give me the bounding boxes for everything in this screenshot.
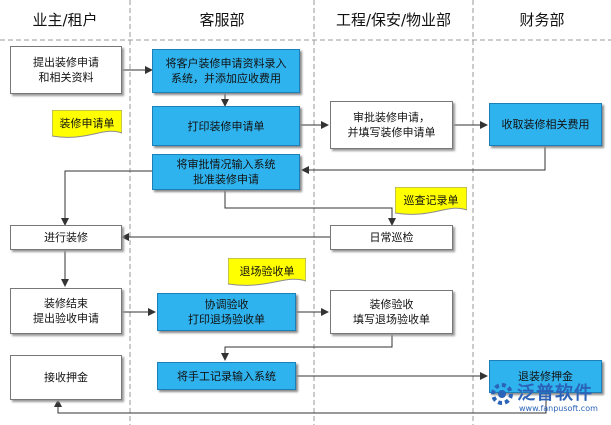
step-start-renovation-label: 进行装修 xyxy=(44,231,88,244)
step-enter-approval-label: 将审批情况输入系统 批准装修申请 xyxy=(176,158,276,186)
watermark: 泛普软件 www.fanpusoft.com xyxy=(487,376,611,425)
step-receive-deposit-label: 接收押金 xyxy=(44,371,88,384)
step-coordinate-acceptance-label: 协调验收 打印退场验收单 xyxy=(188,298,265,326)
step-daily-patrol-label: 日常巡检 xyxy=(369,231,414,244)
arrow-check-to-record xyxy=(221,334,393,361)
lane-header-engineering: 工程/保安/物业部 xyxy=(335,11,452,29)
document-exit-acceptance-form-label: 退场验收单 xyxy=(239,265,295,278)
arrow-refund-to-deposit xyxy=(54,393,547,414)
watermark-brand: 泛普软件 xyxy=(517,383,593,404)
step-finish-renovation-label: 装修结束 提出验收申请 xyxy=(33,297,99,325)
arrow-approval-to-patrol xyxy=(224,190,396,226)
lane-header-customer-service: 客服部 xyxy=(199,11,245,29)
document-patrol-record-label: 巡查记录单 xyxy=(403,194,459,207)
step-finish-renovation: 装修结束 提出验收申请 xyxy=(10,288,122,334)
step-coordinate-acceptance: 协调验收 打印退场验收单 xyxy=(157,293,296,331)
gear-logo-icon xyxy=(491,383,513,405)
step-refund-deposit: 退装修押金 xyxy=(489,360,602,393)
step-submit-application: 提出装修申请 和相关资料 xyxy=(10,46,122,94)
step-start-renovation: 进行装修 xyxy=(10,225,122,250)
step-collect-fees: 收取装修相关费用 xyxy=(489,103,602,146)
step-daily-patrol: 日常巡检 xyxy=(330,225,453,250)
document-application-form-label: 装修申请单 xyxy=(59,117,115,130)
document-shape xyxy=(228,258,306,286)
arrow-collect-to-approval xyxy=(301,146,546,174)
step-print-application-label: 打印装修申请单 xyxy=(187,119,265,133)
lane-header-owner: 业主/租户 xyxy=(32,11,98,29)
step-enter-application: 将客户装修申请资料录入 系统，并添加应收费用 xyxy=(152,49,300,93)
step-enter-application-label: 将客户装修申请资料录入 系统，并添加应收费用 xyxy=(165,57,287,85)
step-manual-record-entry-label: 将手工记录输入系统 xyxy=(177,369,276,383)
step-receive-deposit: 接收押金 xyxy=(10,355,122,400)
step-approve-application: 审批装修申请， 并填写装修申请单 xyxy=(330,101,453,149)
document-shape xyxy=(52,110,122,138)
step-submit-application-label: 提出装修申请 和相关资料 xyxy=(33,56,99,84)
step-enter-approval: 将审批情况输入系统 批准装修申请 xyxy=(152,154,300,190)
step-collect-fees-label: 收取装修相关费用 xyxy=(501,118,590,131)
lane-header-finance: 财务部 xyxy=(519,11,565,29)
document-exit-acceptance-form: 退场验收单 xyxy=(228,258,306,288)
step-acceptance-check: 装修验收 填写退场验收单 xyxy=(330,290,453,334)
document-patrol-record: 巡查记录单 xyxy=(395,187,467,217)
step-refund-deposit-label: 退装修押金 xyxy=(518,370,573,383)
watermark-url: www.fanpusoft.com xyxy=(519,404,598,413)
arrow-approval-to-renovation xyxy=(61,170,152,226)
step-print-application: 打印装修申请单 xyxy=(152,106,300,146)
step-manual-record-entry: 将手工记录输入系统 xyxy=(157,362,296,390)
step-acceptance-check-label: 装修验收 填写退场验收单 xyxy=(353,298,430,326)
document-application-form: 装修申请单 xyxy=(52,110,122,140)
step-approve-application-label: 审批装修申请， 并填写装修申请单 xyxy=(347,111,436,139)
document-shape xyxy=(395,187,467,215)
